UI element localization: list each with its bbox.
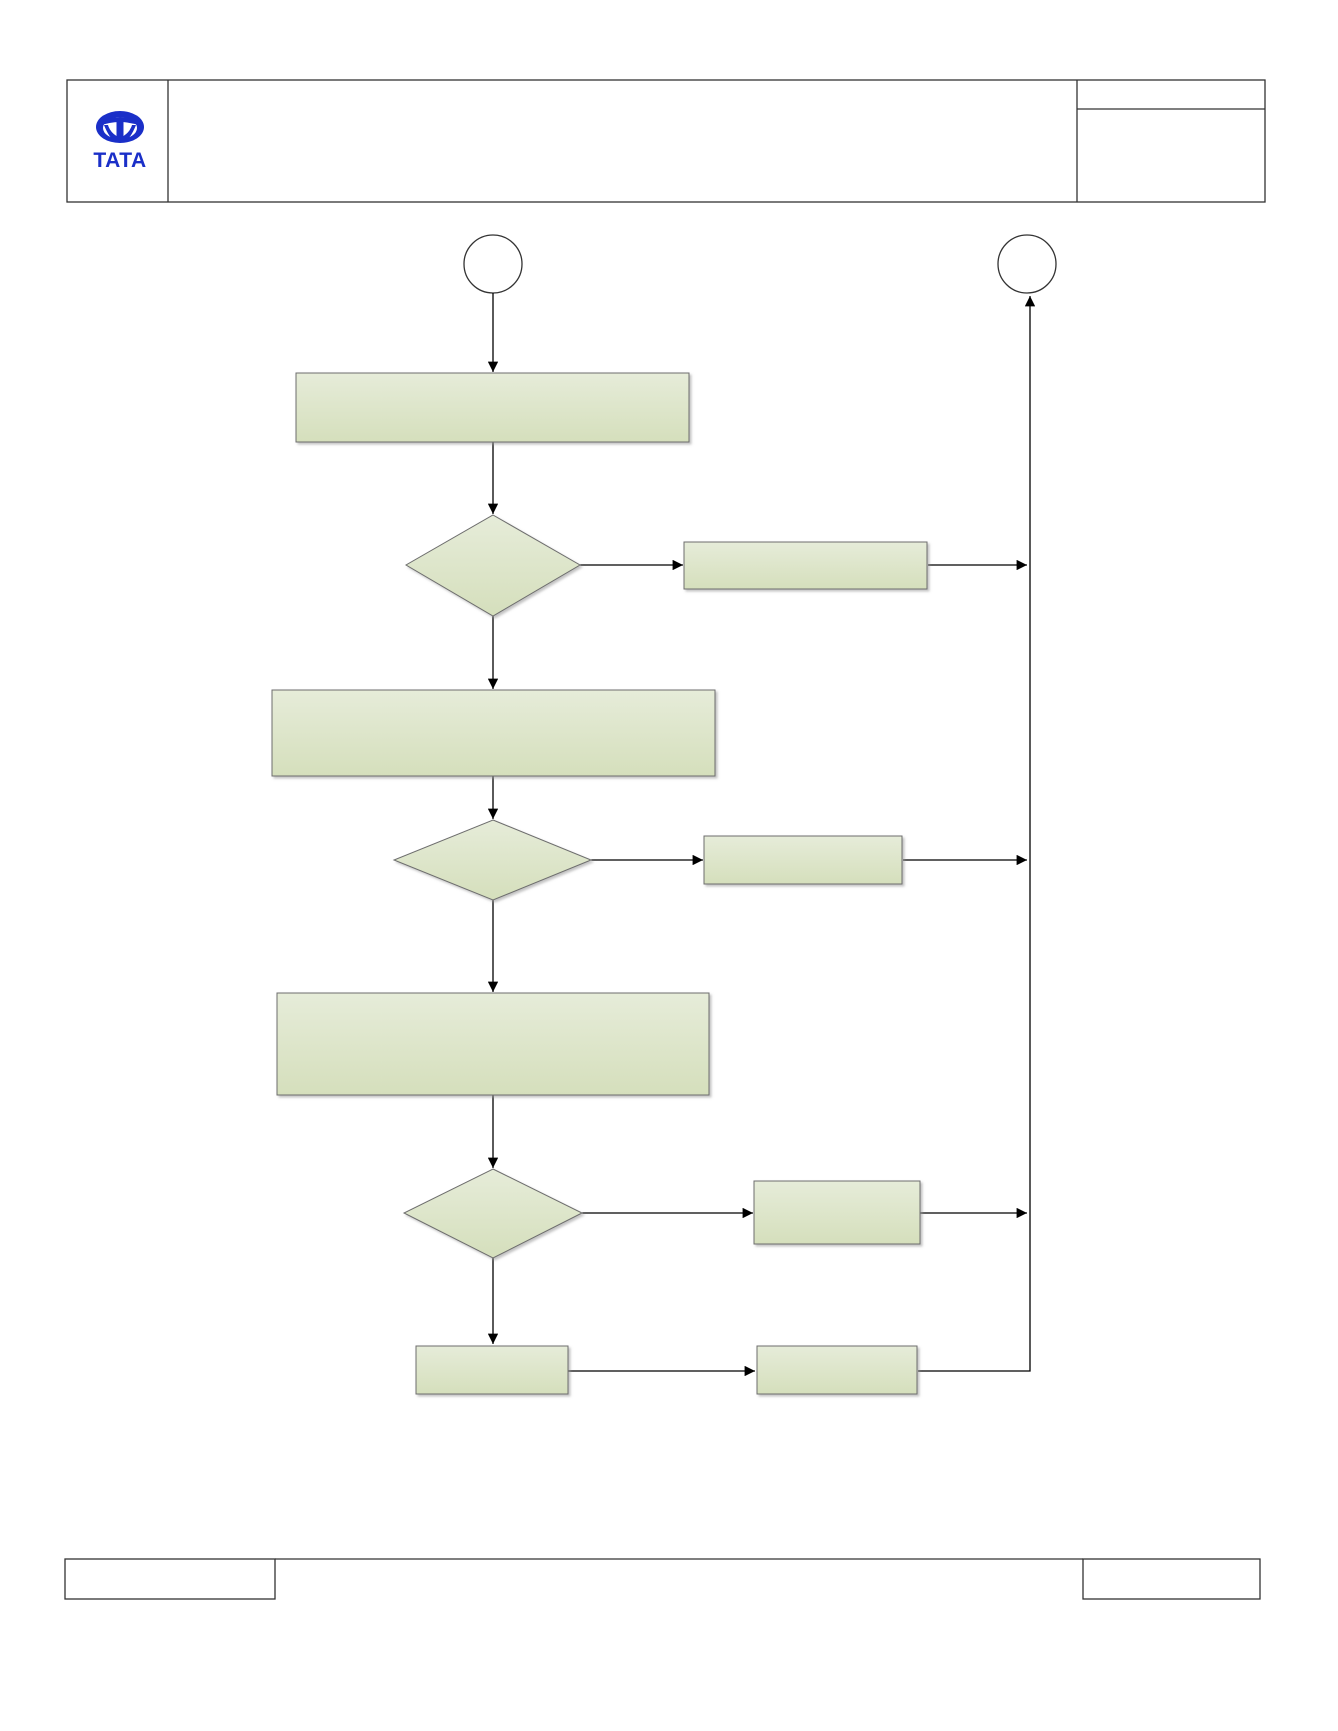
decision-shapes	[392, 514, 593, 1259]
footer-cell-left	[64, 1558, 276, 1600]
tata-logo-icon	[96, 111, 144, 143]
process-box-side-2	[703, 835, 903, 885]
process-box-3	[276, 992, 710, 1096]
process-box-4	[415, 1345, 569, 1395]
connector-lines	[487, 293, 1036, 1377]
end-connector	[997, 234, 1057, 294]
decision-diamond-3	[402, 1168, 584, 1259]
footer-cell-right	[1082, 1558, 1261, 1600]
decision-diamond-2	[392, 819, 593, 901]
start-connector	[463, 234, 523, 294]
process-box-side-4	[756, 1345, 918, 1395]
header-table: TATA	[66, 79, 1266, 203]
process-box-1	[295, 372, 690, 443]
process-box-side-1	[683, 541, 928, 590]
logo-wordmark: TATA	[93, 149, 146, 172]
company-logo: TATA	[93, 111, 146, 172]
process-box-2	[271, 689, 716, 777]
process-box-side-3	[753, 1180, 921, 1245]
footer-table	[64, 1558, 1261, 1600]
decision-diamond-1	[405, 514, 581, 617]
return-line-to-end	[918, 296, 1036, 1372]
process-shapes	[271, 372, 928, 1395]
